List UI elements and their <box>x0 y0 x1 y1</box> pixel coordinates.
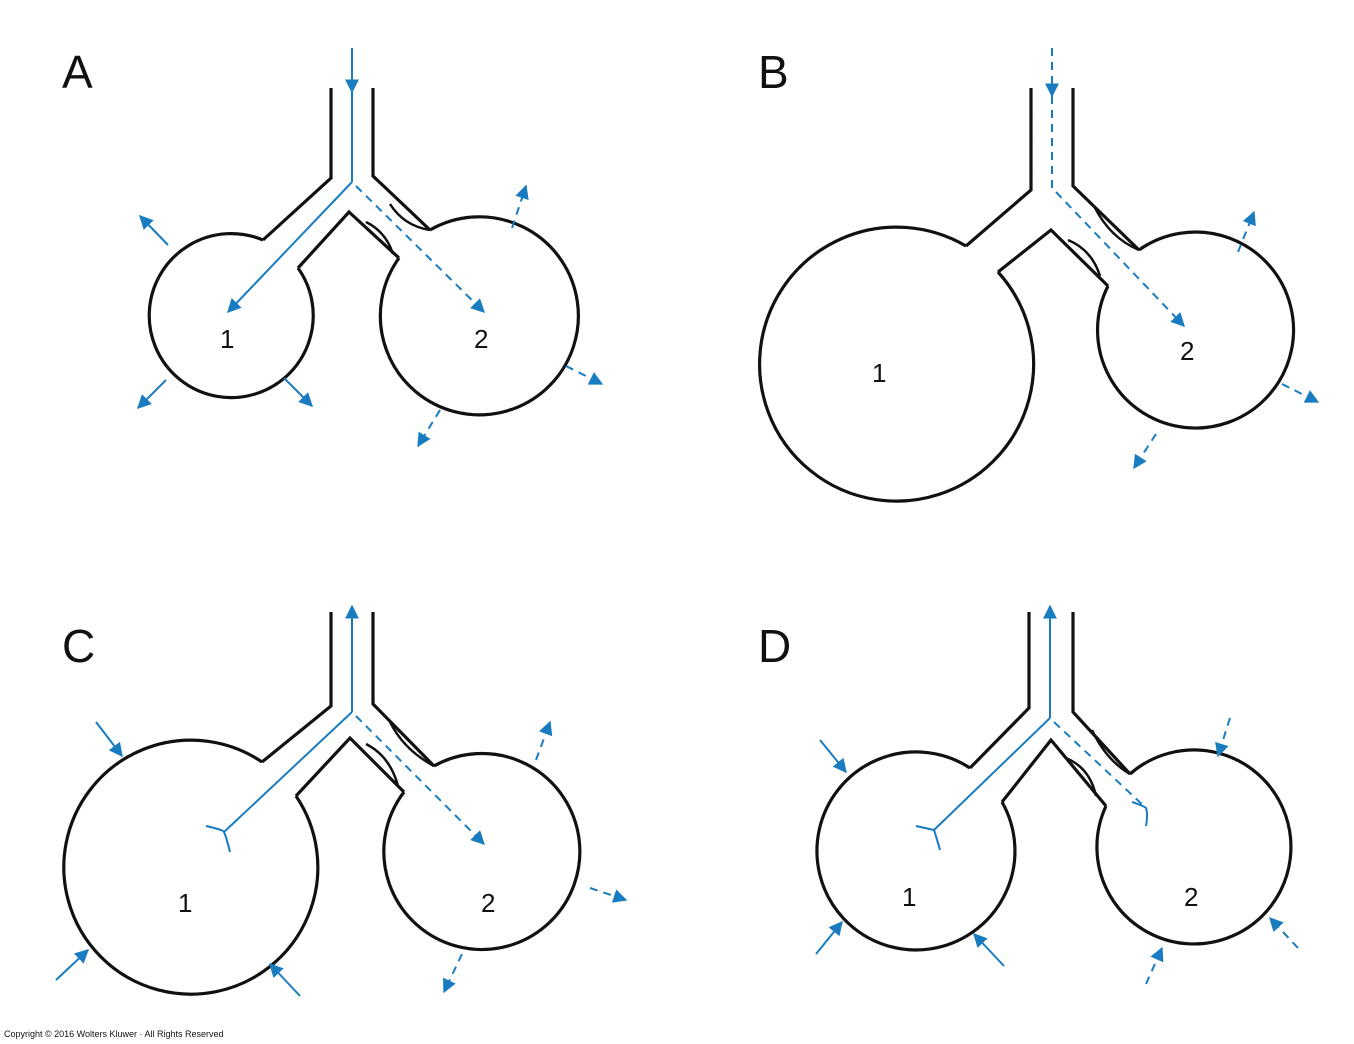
alveolus-2-label-a: 2 <box>474 324 488 354</box>
flow-arrows-c <box>55 604 628 997</box>
alveolus-1-b <box>757 225 1036 503</box>
panel-b: B 1 2 <box>757 46 1320 503</box>
alveolus-2-label-d: 2 <box>1184 882 1198 912</box>
panel-d: D 1 2 <box>758 604 1299 985</box>
copyright-notice: Copyright © 2016 Wolters Kluwer · All Ri… <box>4 1029 224 1039</box>
alveolus-2-d <box>1095 748 1293 946</box>
alveolus-1-d <box>815 750 1017 952</box>
panel-label-a: A <box>62 46 93 98</box>
flow-arrows-d <box>815 604 1299 985</box>
alveolus-2-b <box>1096 230 1296 430</box>
flow-arrows-b <box>1045 48 1320 470</box>
airway-c <box>260 612 436 798</box>
alveolus-1-label-a: 1 <box>220 324 234 354</box>
panel-a: A 1 2 <box>62 46 604 448</box>
panel-c: C 1 2 <box>55 604 628 997</box>
panel-label-d: D <box>758 620 791 672</box>
alveolus-2-label-c: 2 <box>481 888 495 918</box>
alveolus-1-a <box>147 232 315 400</box>
alveolus-2-a <box>378 215 580 417</box>
alveolus-1-label-b: 1 <box>872 358 886 388</box>
alveolus-1-label-d: 1 <box>902 882 916 912</box>
alveolus-1-label-c: 1 <box>178 888 192 918</box>
airway-d <box>968 612 1132 808</box>
panel-label-c: C <box>62 620 95 672</box>
alveolus-2-c <box>382 751 582 952</box>
airway-a <box>261 88 432 270</box>
alveolus-2-label-b: 2 <box>1180 336 1194 366</box>
flow-arrows-a <box>137 48 604 448</box>
panel-label-b: B <box>758 46 789 98</box>
alveolus-1-c <box>62 738 320 996</box>
airway-b <box>964 88 1141 288</box>
